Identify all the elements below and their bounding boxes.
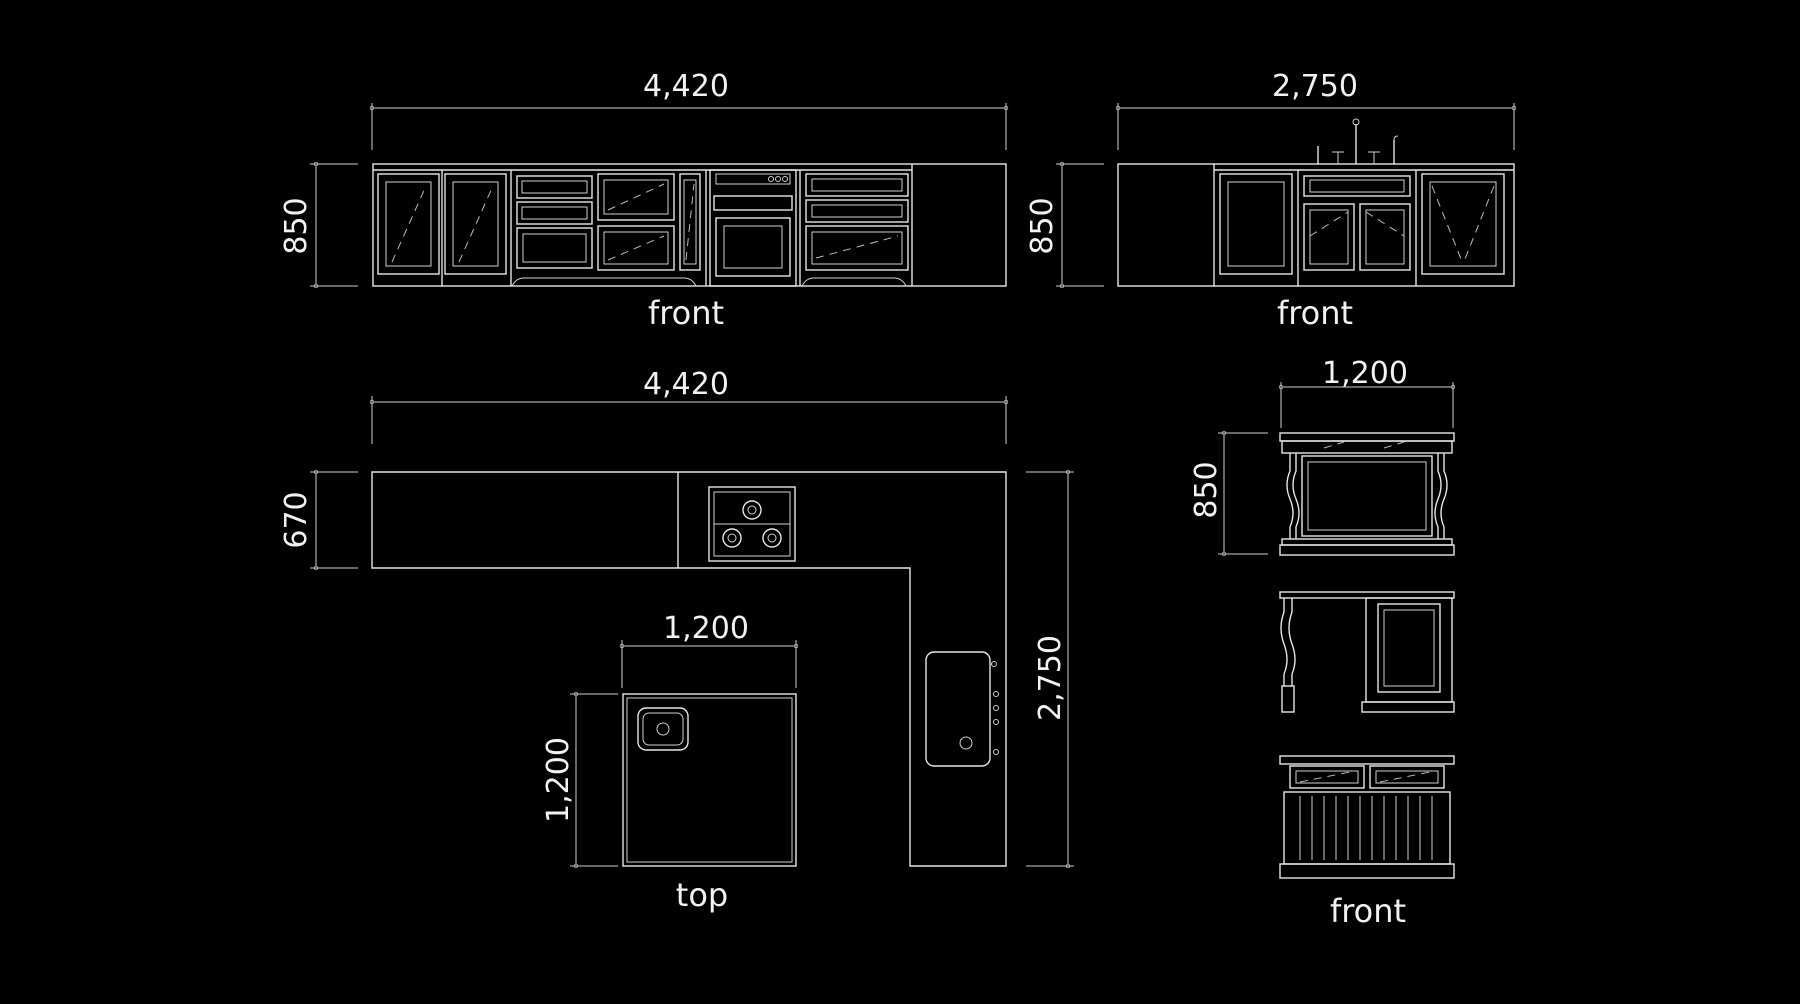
- island-plan: 1,200 1,200 top: [541, 611, 799, 914]
- dimension-width-4420: 4,420: [369, 69, 1009, 150]
- island-side: [1279, 591, 1455, 713]
- dim-text-depth: 670: [279, 491, 314, 548]
- dim-text-width: 4,420: [643, 367, 729, 402]
- l-shaped-counter: [371, 471, 1007, 867]
- view-label-front-right: front: [1277, 294, 1353, 332]
- dim-text-height: 850: [279, 197, 314, 254]
- dimension-island-width-1200: 1,200: [1278, 356, 1456, 428]
- dimension-height-850-right: 850: [1025, 161, 1104, 289]
- view-label-top: top: [676, 876, 728, 914]
- dim-text-side-run: 2,750: [1033, 635, 1068, 721]
- glass-door-right: [1421, 173, 1505, 275]
- dimension-side-run-2750: 2,750: [1026, 469, 1074, 869]
- island-prep-sink: [637, 707, 689, 751]
- plan-view: 4,420 670: [279, 367, 1074, 914]
- dimension-width-2750: 2,750: [1115, 69, 1517, 150]
- elevation-front-left: 4,420 850: [279, 69, 1009, 332]
- dimension-island-height-850: 850: [1189, 430, 1268, 557]
- dim-text-width: 2,750: [1272, 69, 1358, 104]
- drawer-bank-left: [516, 175, 593, 269]
- gas-cooktop: [708, 486, 796, 562]
- sink-base-doors: [1303, 175, 1411, 271]
- dimension-plan-width-4420: 4,420: [369, 367, 1009, 444]
- dim-text-island-width: 1,200: [663, 611, 749, 646]
- side-run-sink: [925, 651, 999, 767]
- narrow-pullout: [679, 173, 701, 271]
- island-elevations: 1,200 850: [1189, 356, 1456, 930]
- glass-door-1: [377, 173, 440, 275]
- dim-text-island-depth: 1,200: [541, 737, 576, 823]
- dim-text-width: 4,420: [643, 69, 729, 104]
- dimension-height-850: 850: [279, 161, 358, 289]
- cabinet-run-outline: [372, 163, 1007, 287]
- glass-door-2: [444, 173, 507, 275]
- dim-text-island-width: 1,200: [1322, 356, 1408, 391]
- elevation-front-right: 2,750 850: [1025, 69, 1517, 332]
- dim-text-island-height: 850: [1189, 461, 1224, 518]
- built-in-oven: [709, 169, 797, 287]
- sink-run-outline: [1117, 163, 1515, 287]
- island-front-b: [1279, 755, 1455, 879]
- island-front-a: [1279, 432, 1455, 556]
- view-label-front-left: front: [648, 294, 724, 332]
- view-label-front-island: front: [1330, 892, 1406, 930]
- drawer-bank-right: [805, 173, 909, 271]
- drawer-bank-mid: [597, 173, 675, 271]
- faucet: [1317, 118, 1399, 164]
- door-panel-a: [1219, 173, 1293, 275]
- dimension-plan-depth-670: 670: [279, 469, 358, 571]
- dim-text-height: 850: [1025, 197, 1060, 254]
